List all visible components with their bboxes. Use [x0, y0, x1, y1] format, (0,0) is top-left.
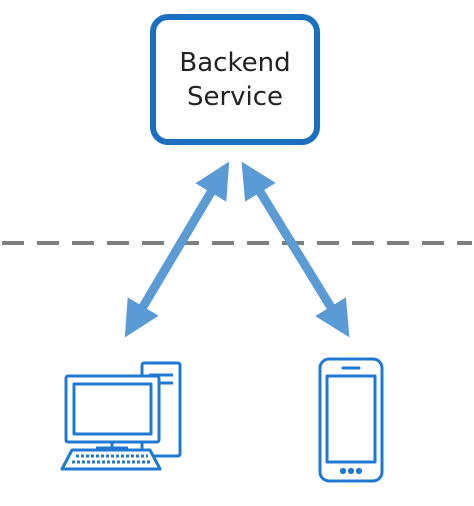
smartphone-icon — [318, 357, 384, 483]
desktop-computer-icon — [60, 361, 182, 471]
arrow-backend-desktop — [124, 161, 230, 338]
arrow-backend-phone — [241, 161, 350, 338]
backend-service-label: Backend Service — [179, 47, 291, 112]
backend-service-box: Backend Service — [150, 14, 320, 145]
